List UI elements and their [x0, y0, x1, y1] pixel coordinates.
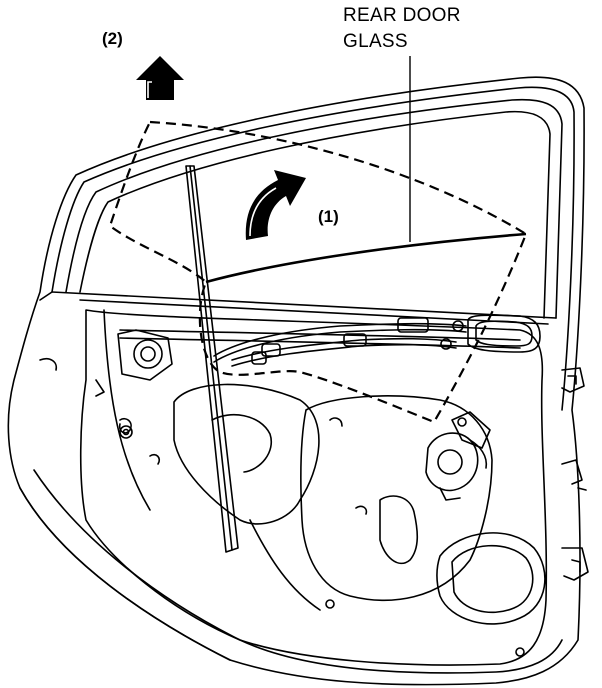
glass-removed-outline — [108, 120, 528, 424]
panel-opening-center — [300, 395, 493, 602]
curved-arrow-icon — [245, 170, 306, 240]
rear-door-glass-edge — [205, 232, 527, 284]
step-2-label: (2) — [102, 29, 123, 48]
part-name-line-2: GLASS — [343, 31, 408, 52]
step-1-label: (1) — [318, 207, 339, 226]
belt-line — [51, 291, 557, 319]
door-frame-inner-2 — [65, 98, 563, 319]
lock-rod-upper — [213, 322, 467, 357]
door-frame-outer — [7, 76, 585, 686]
glass-guide-rail — [185, 165, 239, 553]
up-arrow-icon — [136, 56, 184, 100]
inner-panel — [79, 309, 548, 666]
door-frame-inner-3 — [79, 110, 551, 319]
inner-handle — [467, 314, 541, 353]
panel-opening-left — [173, 383, 320, 525]
regulator-motor — [425, 411, 491, 501]
part-name-line-1: REAR DOOR — [343, 5, 461, 26]
lock-rod-lower — [231, 337, 457, 361]
door-frame-inner-1 — [51, 86, 575, 411]
speaker-opening — [436, 532, 546, 625]
